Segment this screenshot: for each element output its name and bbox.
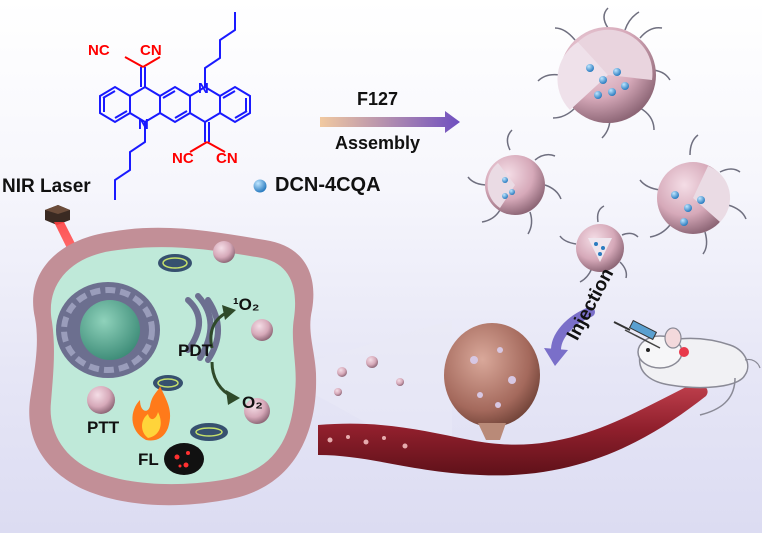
- cell-nanoparticle: [244, 398, 270, 424]
- nanoparticle-bottom: [559, 205, 639, 283]
- cell-nanoparticle: [213, 241, 235, 263]
- right-benzene-ring: [219, 85, 251, 124]
- flame-icon: [132, 386, 171, 441]
- bottom-butyl-chain: [114, 122, 146, 200]
- arrow-label-bottom: Assembly: [335, 133, 421, 153]
- pdt-label: PDT: [178, 341, 212, 360]
- molecule-nc-bottom-left: NC: [172, 150, 194, 167]
- blood-vessel: [318, 383, 708, 476]
- molecule-n-bottom: N: [138, 116, 149, 133]
- syringe: [613, 319, 661, 349]
- molecule-cn-bottom-right: CN: [216, 150, 238, 167]
- legend-dot: [253, 179, 267, 193]
- top-butyl-chain: [204, 12, 236, 87]
- injection-arrow: [551, 307, 595, 357]
- nanoparticle-large: [537, 7, 671, 139]
- molecule-structure: [99, 12, 251, 200]
- mitochondrion: [158, 254, 192, 272]
- fl-particle: [164, 443, 204, 475]
- cell-nanoparticle: [251, 319, 273, 341]
- arrow-label-top: F127: [357, 89, 399, 109]
- mitochondrion: [190, 423, 228, 441]
- nanoparticle-right: [639, 134, 747, 255]
- cyano-bonds: [124, 56, 226, 153]
- tumor-cell: [29, 227, 317, 506]
- nucleus: [80, 300, 140, 360]
- fl-label: FL: [138, 450, 159, 469]
- golgi-apparatus: [185, 293, 221, 363]
- nanoparticle-left: [467, 129, 562, 235]
- singlet-oxygen-label: ¹O₂: [233, 295, 260, 314]
- tumor-mass: [444, 323, 540, 427]
- oxygen-label: O₂: [242, 393, 263, 412]
- mouse: [637, 327, 761, 416]
- assembly-arrow: [320, 111, 460, 133]
- cell-nanoparticle: [87, 386, 115, 414]
- middle-benzene-ring: [159, 85, 191, 124]
- molecule-nc-top-left: NC: [88, 42, 110, 59]
- mitochondrion: [153, 375, 183, 391]
- laser-label: NIR Laser: [2, 176, 91, 197]
- legend-label: DCN-4CQA: [275, 174, 381, 196]
- ptt-label: PTT: [87, 418, 120, 437]
- molecule-n-top: N: [198, 80, 209, 97]
- molecule-cn-top-right: CN: [140, 42, 162, 59]
- laser-device: [45, 205, 70, 225]
